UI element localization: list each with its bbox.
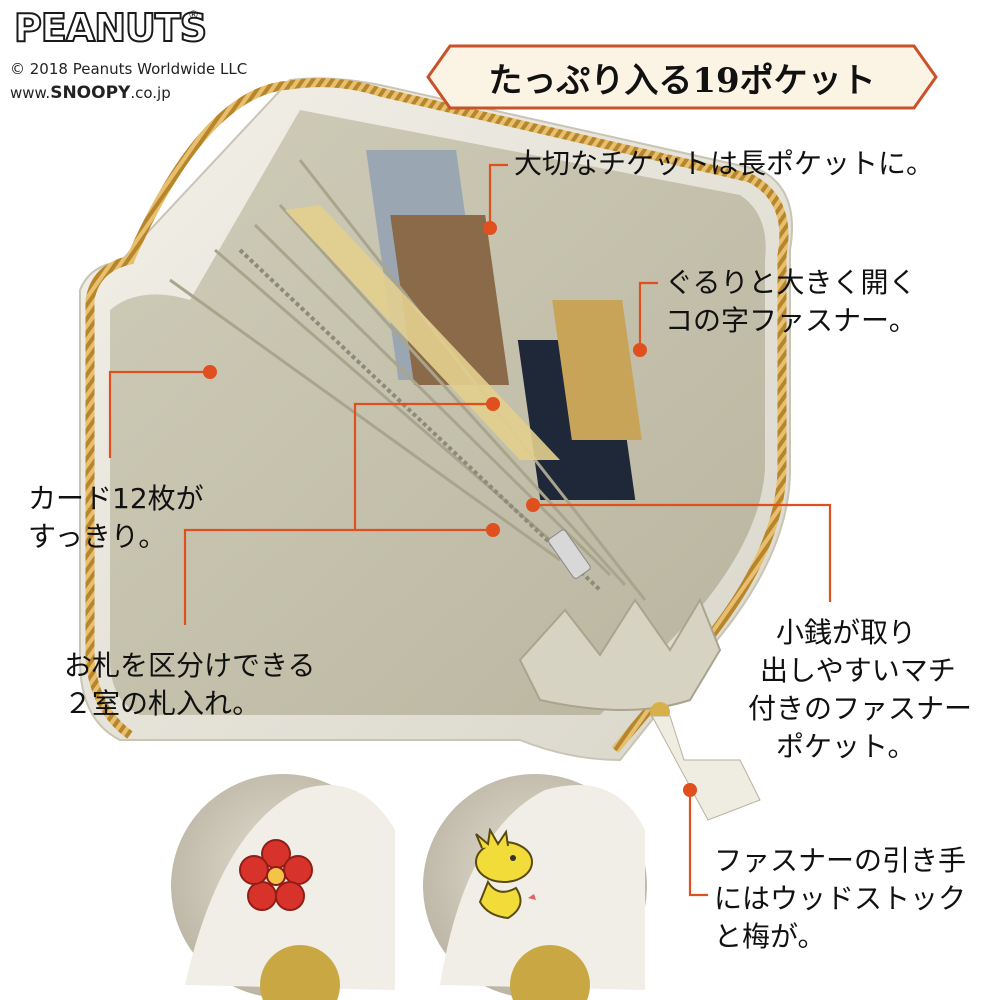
website-url: www.SNOOPY.co.jp: [10, 83, 171, 103]
callout-pull-line1: ファスナーの引き手: [714, 844, 967, 877]
peanuts-logo: PEANUTS: [13, 5, 208, 51]
title-banner: [426, 44, 938, 110]
callout-coin-line2: 出しやすいマチ: [760, 654, 956, 687]
callout-coin-line4: ポケット。: [776, 730, 916, 763]
callout-zipper-pull: ファスナーの引き手 にはウッドストック と梅が。: [714, 842, 966, 956]
callout-cards-line1: カード12枚が: [28, 482, 204, 515]
callout-bills-line2: ２室の札入れ。: [64, 687, 261, 720]
callout-pull-line3: と梅が。: [714, 920, 826, 953]
callout-pull-line2: にはウッドストック: [714, 882, 967, 915]
callout-ticket-pocket: 大切なチケットは長ポケットに。: [514, 147, 935, 180]
callout-zipper: ぐるりと大きく開く コの字ファスナー。: [665, 264, 917, 340]
banner-title: たっぷり入る19ポケット: [488, 60, 876, 101]
woodstock-icon: [475, 828, 536, 920]
registered-mark: ®: [188, 8, 199, 21]
callout-coin-line1: 小銭が取り: [776, 616, 917, 649]
callout-coin-line3: 付きのファスナー: [748, 692, 973, 725]
callout-zipper-line2: コの字ファスナー。: [665, 304, 917, 337]
copyright-text: © 2018 Peanuts Worldwide LLC: [10, 60, 248, 78]
callout-bills: お札を区分けできる ２室の札入れ。: [64, 647, 315, 723]
plum-blossom-icon: [239, 839, 313, 911]
callout-coin-pocket: 小銭が取り 出しやすいマチ 付きのファスナー ポケット。: [748, 614, 972, 766]
callout-cards: カード12枚が すっきり。: [28, 480, 204, 556]
callout-bills-line1: お札を区分けできる: [64, 649, 316, 682]
callout-cards-line2: すっきり。: [28, 520, 167, 553]
callout-zipper-line1: ぐるりと大きく開く: [665, 266, 917, 299]
